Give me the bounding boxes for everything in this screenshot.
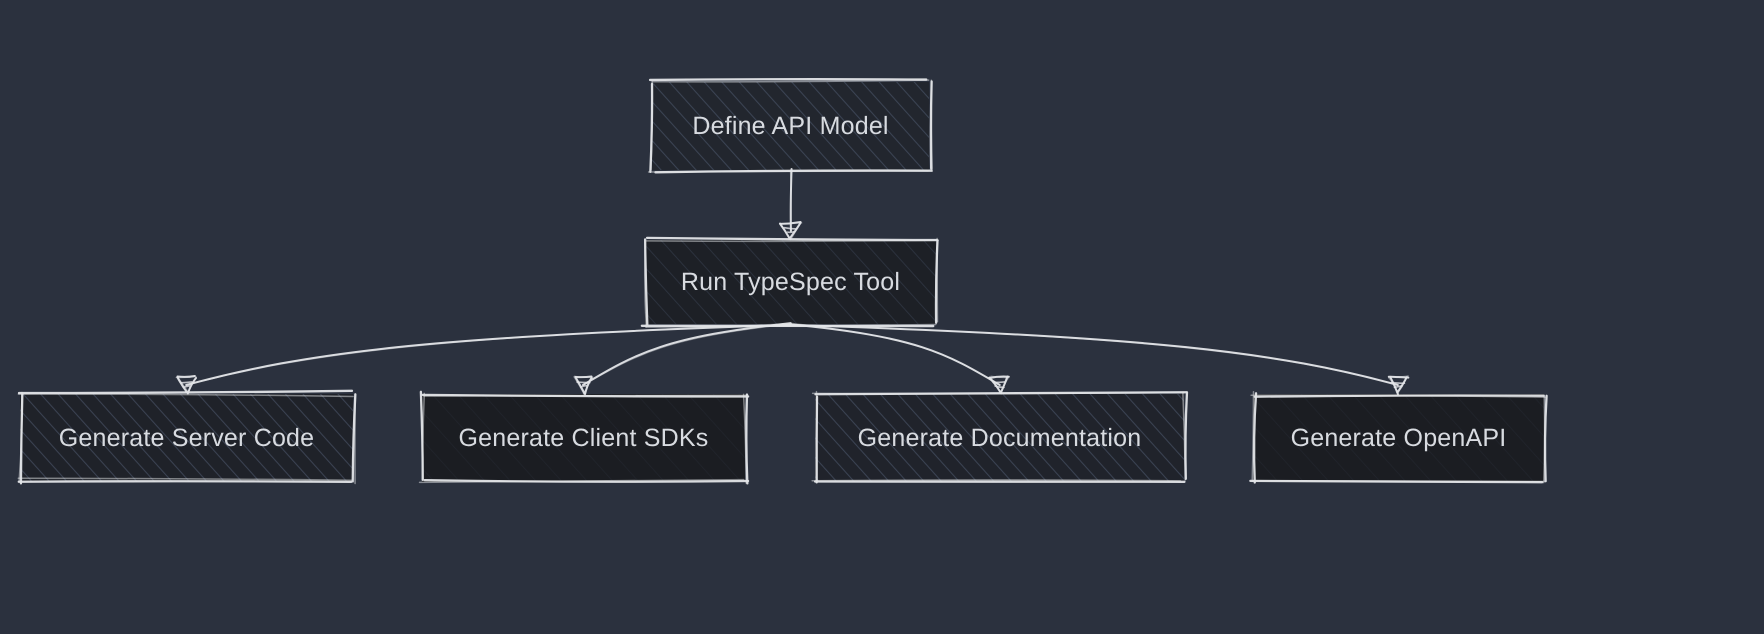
node-border-stroke (1252, 392, 1258, 484)
edge-arrowhead-stroke (176, 374, 196, 378)
node-generate-client-sdks[interactable] (418, 390, 750, 485)
edge-arrowhead-stroke (1396, 376, 1408, 394)
node-border-stroke (17, 393, 354, 398)
node-border-stroke (421, 392, 426, 481)
edge-arrowhead-stroke (573, 376, 584, 394)
edge-arrowhead-stroke (1000, 375, 1009, 394)
edge-arrowhead-fill (180, 381, 193, 384)
edge-arrowhead-stroke (177, 376, 190, 393)
edge-arrowhead-stroke (788, 221, 802, 240)
edge-line (581, 322, 792, 386)
edge-arrowhead-stroke (779, 220, 802, 225)
edge-arrowhead-stroke (582, 376, 594, 395)
edge-arrowhead-stroke (574, 375, 593, 379)
node-border-stroke (651, 79, 930, 83)
edge-arrowhead-stroke (176, 376, 189, 395)
node-border-stroke (650, 81, 653, 171)
node-border-stroke (1251, 480, 1545, 483)
node-border-stroke (18, 391, 23, 482)
edge-arrowhead-stroke (789, 222, 802, 241)
edge-line (789, 323, 1400, 386)
node-border-stroke (815, 390, 818, 482)
node-hatch (20, 394, 353, 482)
node-hatch (815, 394, 1184, 482)
node-border-stroke (17, 389, 354, 395)
edge-edge-run-to-sdks (573, 322, 792, 396)
edge-arrowhead-stroke (175, 376, 197, 379)
edge-line (185, 323, 791, 386)
edge-arrowhead-stroke (1389, 375, 1409, 378)
edge-line (789, 323, 1001, 386)
node-hatch (652, 82, 929, 170)
edge-arrowhead-fill (992, 381, 1006, 384)
node-border-stroke (648, 78, 928, 82)
edge-line (789, 323, 1399, 386)
edge-arrowhead-fill (994, 385, 1005, 389)
node-border-stroke (811, 479, 1182, 482)
edge-arrowhead-stroke (1388, 377, 1399, 394)
nodes-layer (17, 78, 1548, 485)
edge-line (186, 323, 793, 386)
edge-arrowhead-stroke (779, 222, 803, 225)
edge-arrowhead-fill (579, 384, 588, 388)
edge-line (789, 169, 792, 232)
edge-line (789, 167, 793, 232)
edge-edge-run-to-server (175, 323, 793, 395)
node-border-stroke (17, 480, 353, 484)
edge-line (583, 323, 790, 386)
node-border-stroke (645, 236, 938, 242)
edge-arrowhead-stroke (574, 376, 586, 395)
node-hatch (422, 394, 745, 482)
node-border-stroke (647, 170, 929, 173)
node-border-stroke (811, 391, 1186, 395)
edges-layer (175, 167, 1410, 396)
node-border-stroke (423, 394, 749, 397)
node-border-stroke (1250, 394, 1546, 398)
edge-line (789, 322, 1001, 386)
node-border-stroke (418, 478, 745, 484)
edge-arrowhead-fill (1393, 384, 1403, 389)
edge-edge-run-to-openapi (789, 323, 1410, 396)
node-hatch (1253, 394, 1544, 482)
edge-arrowhead-stroke (187, 377, 198, 394)
node-border-stroke (742, 393, 747, 484)
node-border-stroke (930, 79, 933, 173)
edge-edge-run-to-docs (789, 322, 1010, 395)
node-define-api-model[interactable] (647, 78, 933, 174)
edge-arrowhead-stroke (187, 376, 197, 394)
node-border-stroke (813, 480, 1186, 484)
edge-arrowhead-fill (576, 381, 591, 384)
node-generate-server-code[interactable] (17, 389, 357, 485)
edge-arrowhead-stroke (990, 375, 1009, 379)
node-border-stroke (1542, 395, 1546, 484)
edge-arrowhead-stroke (584, 376, 593, 396)
edge-arrowhead-stroke (989, 376, 1002, 394)
node-generate-openapi[interactable] (1249, 390, 1548, 484)
edge-arrowhead-fill (783, 226, 797, 230)
edge-edge-define-to-run (778, 167, 803, 241)
edge-arrowhead-fill (787, 230, 795, 234)
node-run-typespec-tool[interactable] (640, 236, 939, 328)
node-border-stroke (1182, 391, 1186, 481)
node-border-stroke (644, 241, 647, 328)
node-hatch (645, 240, 936, 324)
node-border-stroke (17, 477, 353, 481)
node-border-stroke (1251, 390, 1255, 483)
edge-arrowhead-stroke (573, 375, 593, 378)
edge-arrowhead-stroke (1397, 375, 1408, 394)
node-border-stroke (645, 239, 939, 243)
node-border-stroke (745, 393, 749, 485)
edge-arrowhead-stroke (779, 222, 791, 241)
edge-arrowhead-fill (1391, 381, 1406, 385)
edge-arrowhead-stroke (1000, 376, 1010, 394)
node-generate-documentation[interactable] (811, 390, 1189, 484)
edge-arrowhead-fill (182, 385, 191, 388)
